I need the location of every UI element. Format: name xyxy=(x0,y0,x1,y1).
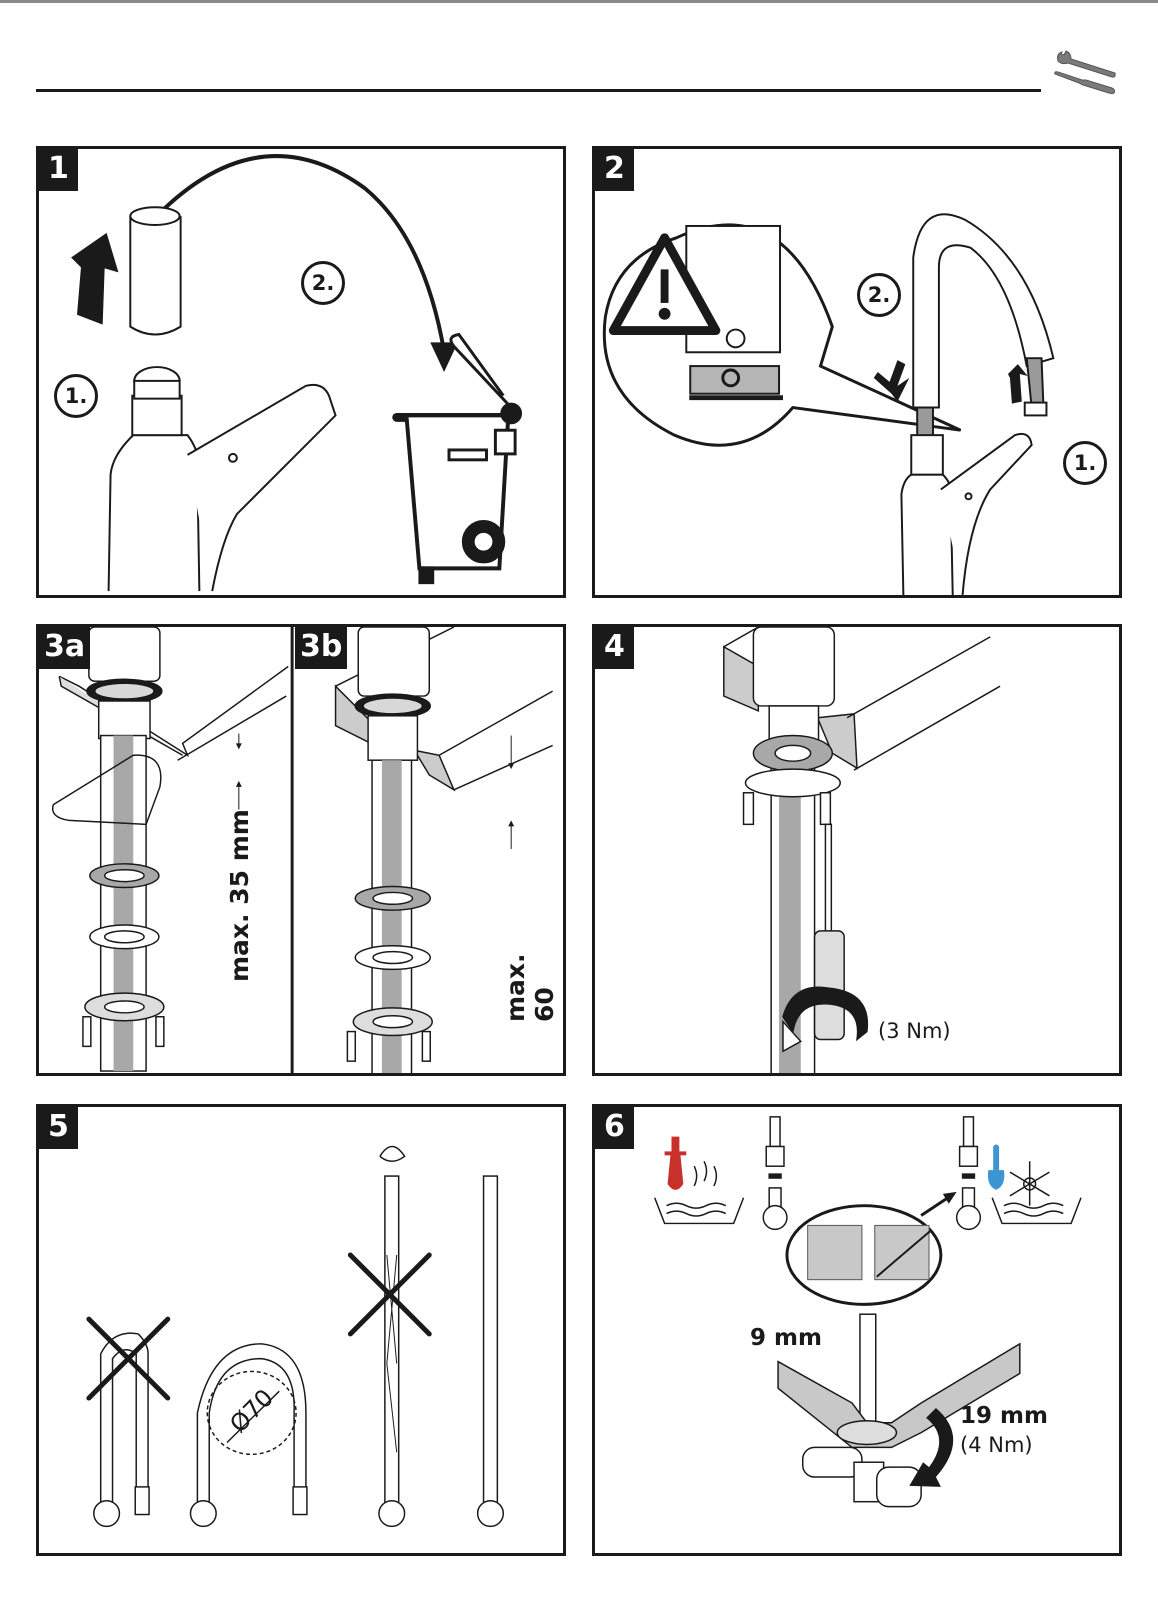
panel-step-5: 5 Ø70 xyxy=(36,1104,566,1556)
step-6-illustration xyxy=(654,1116,1082,1508)
step-marker-2: 2. xyxy=(857,273,901,317)
panel-step-2: 2 2. 1. xyxy=(592,146,1122,598)
sleeve-icon xyxy=(129,206,182,336)
step-2-illustration xyxy=(602,213,1055,595)
down-arrow-icon xyxy=(873,360,910,402)
hot-water-icon xyxy=(654,1136,745,1225)
tools-icon xyxy=(1054,50,1116,94)
panel-step-4: 4 (3 Nm) xyxy=(592,624,1122,1076)
step-number-badge-3a: 3a xyxy=(39,627,91,669)
step-marker-1: 1. xyxy=(54,374,98,418)
dimension-label-3a: max. 35 mm xyxy=(225,809,254,982)
step-1-illustration xyxy=(71,154,523,592)
cold-water-icon xyxy=(987,1144,1082,1225)
up-arrow-icon xyxy=(71,232,119,325)
rotation-arrow-icon xyxy=(909,1407,954,1487)
step-number-badge: 1 xyxy=(39,149,78,191)
panel-step-6: 6 9 mm 19 mm (4 Nm) xyxy=(592,1104,1122,1556)
wrench-size-large: 19 mm xyxy=(960,1403,1048,1429)
step-number-badge-3b: 3b xyxy=(295,627,348,669)
step-3-illustration xyxy=(51,627,553,1073)
curved-arrow-icon xyxy=(148,154,447,352)
step-4-illustration xyxy=(723,627,1001,1073)
step-5-illustration xyxy=(86,1145,505,1528)
spout-icon xyxy=(912,213,1055,448)
cross-mark-icon xyxy=(86,1252,432,1401)
waste-bin-icon xyxy=(392,332,523,585)
header-rule xyxy=(36,89,1041,92)
dimension-label-3b: max. 60 mm xyxy=(501,953,566,1022)
step-number-badge: 4 xyxy=(595,627,634,669)
step-marker-2: 2. xyxy=(301,261,345,305)
wrench-size-small: 9 mm xyxy=(750,1325,822,1351)
panel-step-3: 3a 3b max. 35 mm max. 60 mm xyxy=(36,624,566,1076)
step-number-badge: 6 xyxy=(595,1107,634,1149)
step-number-badge: 5 xyxy=(39,1107,78,1149)
top-border xyxy=(0,0,1158,3)
warning-icon xyxy=(608,233,721,335)
torque-label: (4 Nm) xyxy=(960,1433,1033,1457)
up-arrow-icon xyxy=(1007,364,1028,404)
faucet-body-icon xyxy=(107,366,337,592)
mounting-kit-3a xyxy=(51,627,289,1072)
step-marker-1: 1. xyxy=(1063,441,1107,485)
step-number-badge: 2 xyxy=(595,149,634,191)
panel-step-1: 1 1. 2. xyxy=(36,146,566,598)
torque-label: (3 Nm) xyxy=(878,1019,951,1043)
mounting-kit-3b xyxy=(334,627,553,1073)
